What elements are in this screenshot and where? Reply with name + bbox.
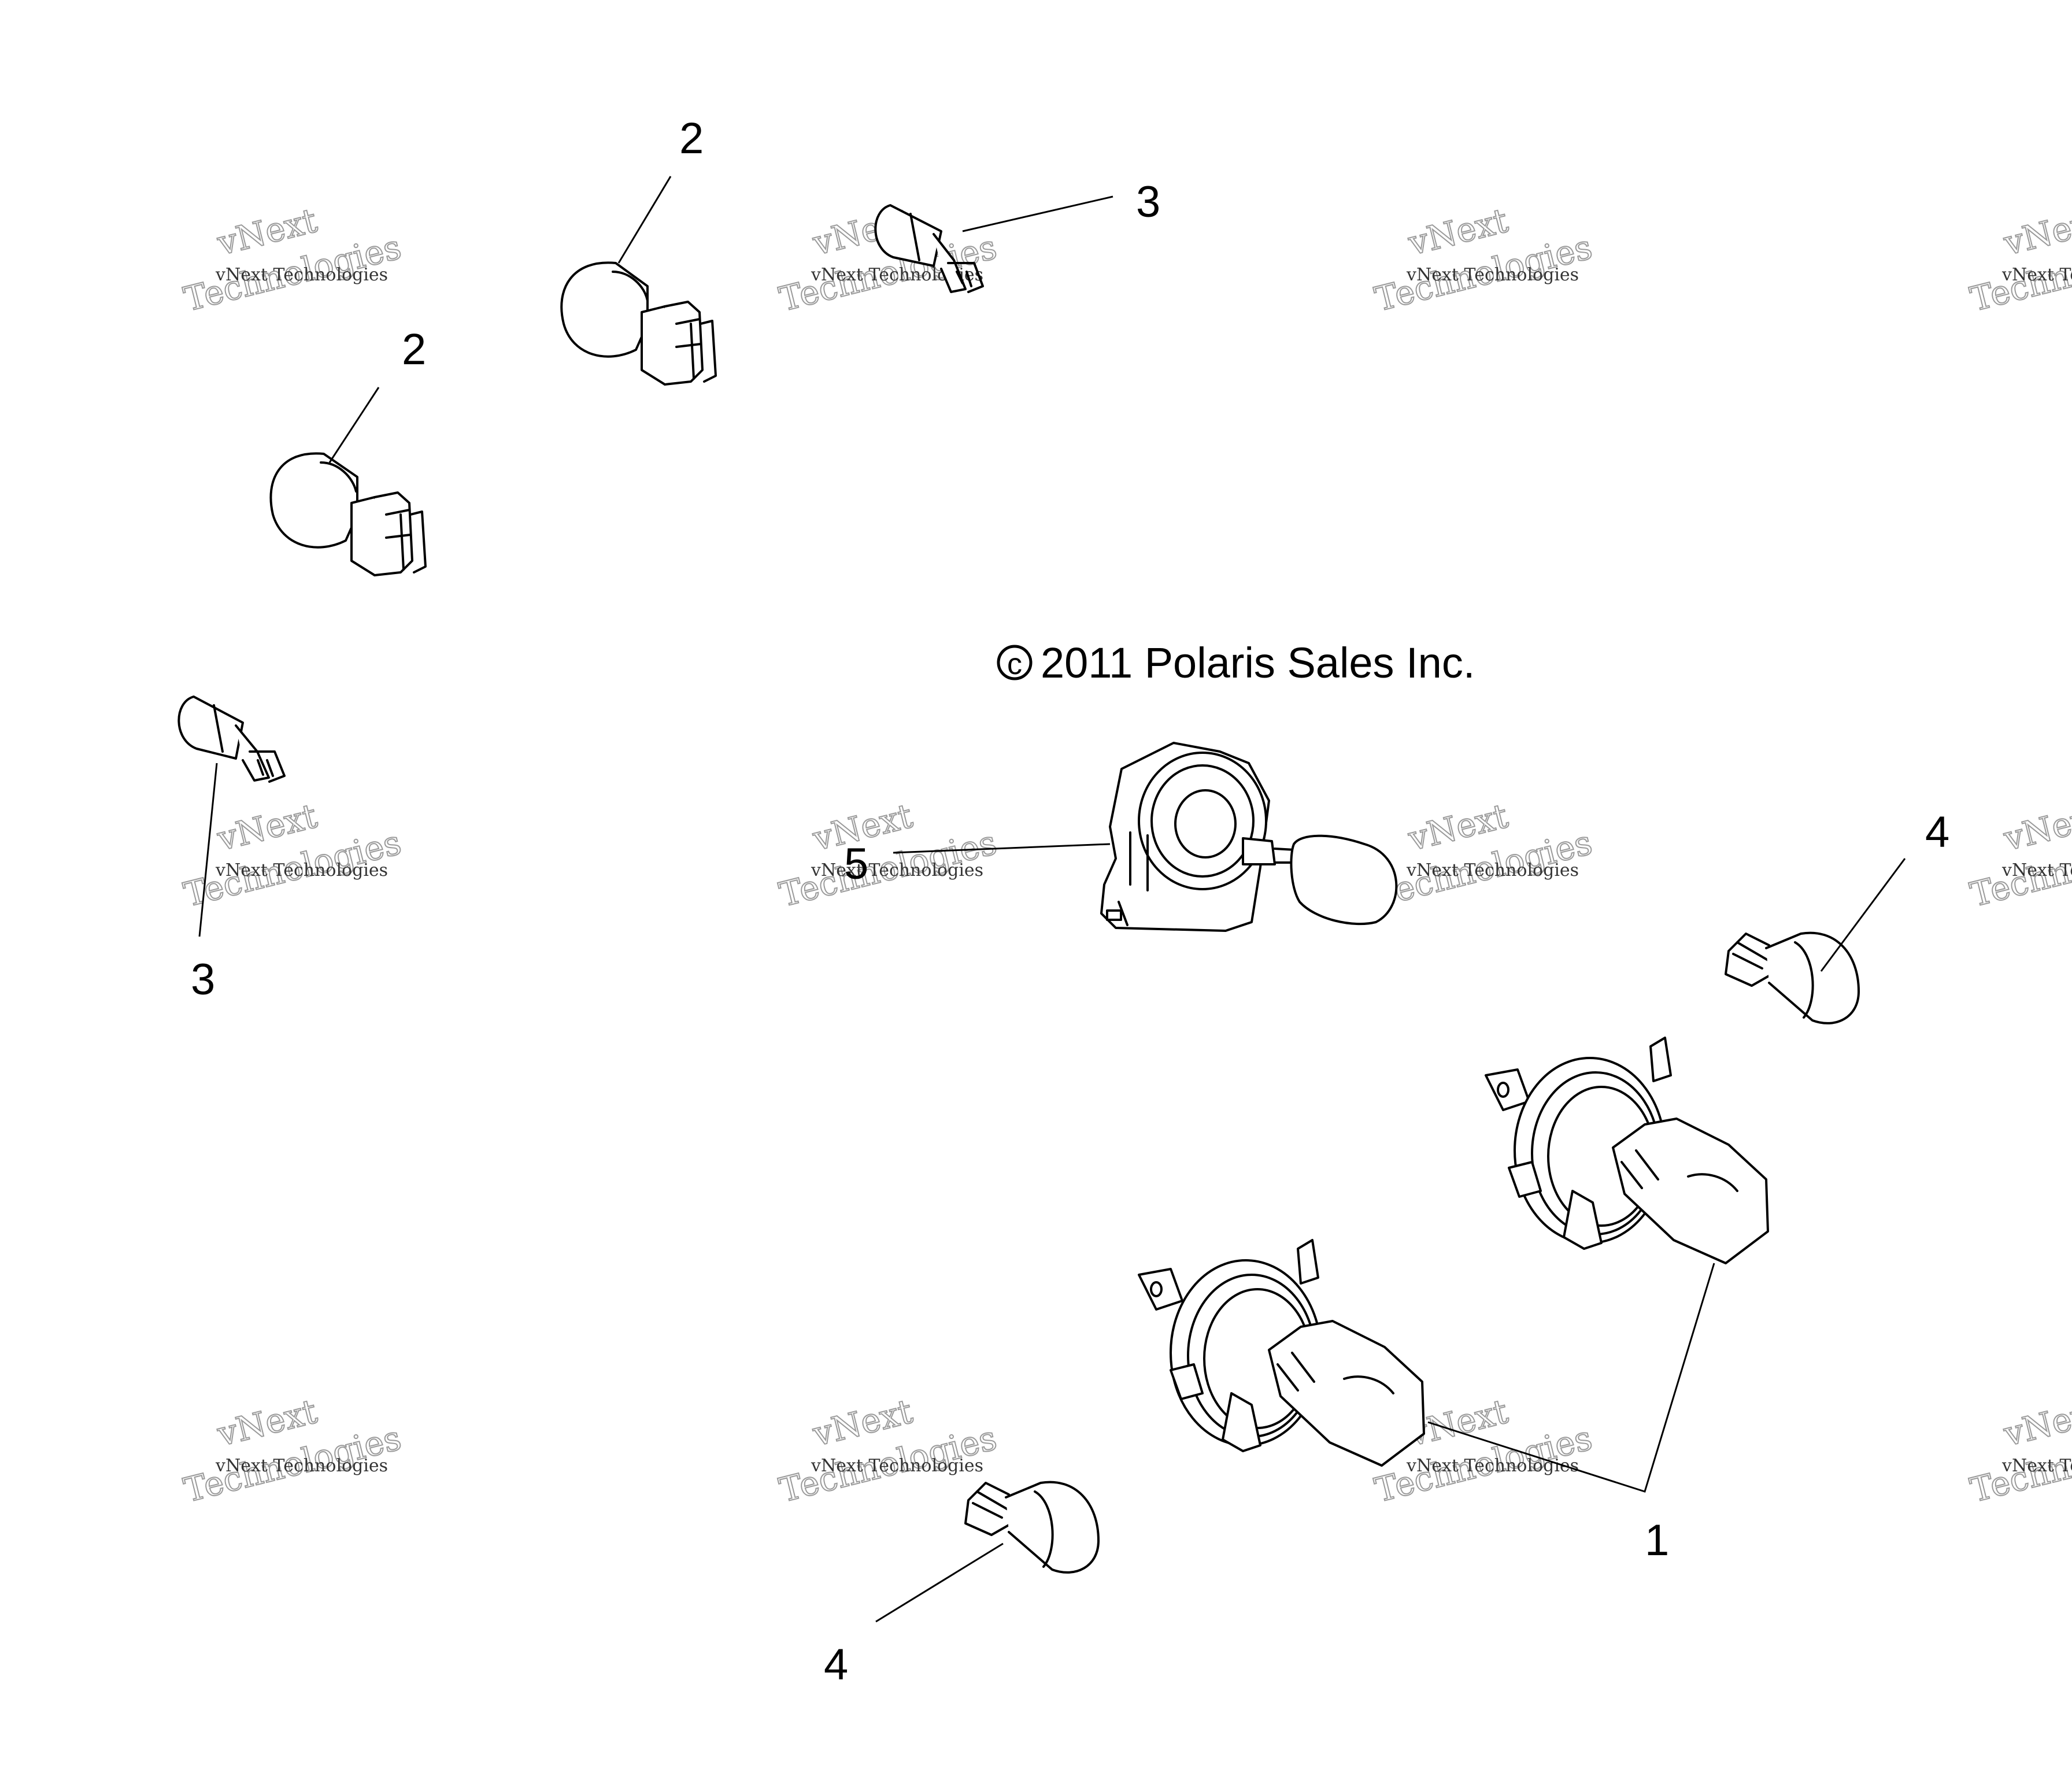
watermark-text: vNext Technologies: [2001, 860, 2072, 880]
watermark-text: vNext Technologies: [811, 860, 983, 880]
watermark-text: vNext Technologies: [215, 860, 388, 880]
mini-bulb-4-right: [1725, 931, 1860, 1024]
copyright-text: 2011 Polaris Sales Inc.: [1041, 639, 1475, 687]
callout-labels: 2 2 3 3 5 4 4 1: [191, 114, 1949, 1689]
callout-4-lower: 4: [824, 1640, 848, 1689]
watermark-text: vNext Technologies: [2001, 265, 2072, 285]
callout-3-upper: 3: [1136, 177, 1160, 227]
watermark-text: vNext Technologies: [215, 265, 388, 285]
watermark-text: vNext Technologies: [1406, 860, 1579, 880]
watermark-text: vNext Technologies: [215, 1456, 388, 1476]
svg-text:c: c: [1007, 648, 1022, 681]
mini-wedge-bulb-3-upper: [874, 204, 984, 293]
mini-wedge-bulb-3-lower: [177, 695, 286, 783]
watermark-text: vNext Technologies: [811, 1456, 983, 1476]
mini-bulb-4-lower: [964, 1481, 1100, 1574]
halogen-bulb-1-right: [1485, 1037, 1769, 1264]
callout-2-upper: 2: [679, 114, 704, 163]
halogen-bulb-1-left: [1138, 1239, 1425, 1467]
wedge-bulb-2-lower: [269, 452, 427, 576]
callout-2-lower: 2: [402, 325, 426, 374]
callout-4-right: 4: [1925, 808, 1949, 857]
watermark-text: vNext Technologies: [2001, 1456, 2072, 1476]
leader-lines: [198, 176, 1906, 1623]
watermark-text: vNext Technologies: [1406, 1456, 1579, 1476]
callout-3-lower: 3: [191, 955, 215, 1004]
callout-1: 1: [1645, 1516, 1669, 1565]
watermark-text: vNext Technologies: [1406, 265, 1579, 285]
callout-5: 5: [844, 839, 868, 889]
bulb-socket-5: [1100, 742, 1398, 932]
copyright-notice: c 2011 Polaris Sales Inc.: [997, 639, 1475, 687]
wedge-bulb-2-upper: [560, 261, 717, 386]
